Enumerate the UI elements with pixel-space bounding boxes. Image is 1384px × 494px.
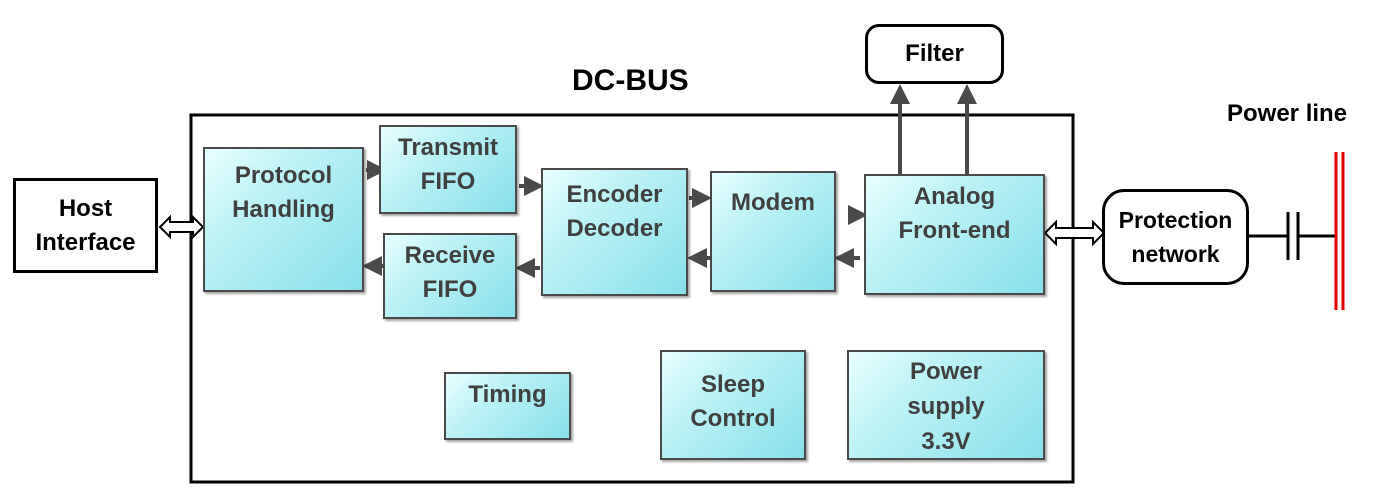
protection-network-line-2: network xyxy=(1131,241,1220,267)
host-interface-block: Host Interface xyxy=(13,178,158,273)
protocol-handling-line-1: Protocol xyxy=(234,162,333,189)
analog-front-end-block: Analog Front-end xyxy=(864,174,1045,295)
encoder-decoder-line-1: Encoder xyxy=(566,181,663,208)
protection-network-line-1: Protection xyxy=(1118,207,1233,233)
filter-block: Filter xyxy=(865,24,1004,84)
receive-fifo-block: Receive FIFO xyxy=(383,233,517,319)
protocol-handling-line-2: Handling xyxy=(232,196,335,223)
receive-fifo-line-2: FIFO xyxy=(422,276,478,303)
host-interface-line-1: Host xyxy=(58,194,113,222)
transmit-fifo-line-2: FIFO xyxy=(420,168,476,195)
dc-bus-title: DC-BUS xyxy=(572,64,689,97)
sleep-control-block: Sleep Control xyxy=(660,350,806,460)
encoder-decoder-line-2: Decoder xyxy=(566,215,663,242)
sleep-control-line-2: Control xyxy=(690,405,776,432)
encoder-decoder-block: Encoder Decoder xyxy=(541,168,688,296)
power-line-label: Power line xyxy=(1227,100,1348,127)
transmit-fifo-block: Transmit FIFO xyxy=(379,125,517,214)
timing-block: Timing xyxy=(444,372,571,440)
modem-label: Modem xyxy=(731,189,815,216)
protection-network-block: Protection network xyxy=(1102,189,1249,285)
analog-front-end-line-2: Front-end xyxy=(898,217,1011,244)
power-supply-line-2: supply xyxy=(907,393,985,420)
hollow-arrow-host-protocol xyxy=(158,214,205,240)
power-supply-line-3: 3.3V xyxy=(921,428,971,455)
modem-block: Modem xyxy=(710,171,836,292)
sleep-control-line-1: Sleep xyxy=(700,371,766,398)
host-interface-line-2: Interface xyxy=(35,228,136,256)
power-supply-block: Power supply 3.3V xyxy=(847,350,1045,460)
filter-label: Filter xyxy=(905,40,964,67)
protocol-handling-block: Protocol Handling xyxy=(203,147,364,292)
transmit-fifo-line-1: Transmit xyxy=(397,134,499,161)
analog-front-end-line-1: Analog xyxy=(913,183,996,210)
power-supply-line-1: Power xyxy=(909,358,983,385)
timing-label: Timing xyxy=(468,381,547,408)
receive-fifo-line-1: Receive xyxy=(404,242,496,269)
dc-bus-frame xyxy=(189,113,1075,484)
